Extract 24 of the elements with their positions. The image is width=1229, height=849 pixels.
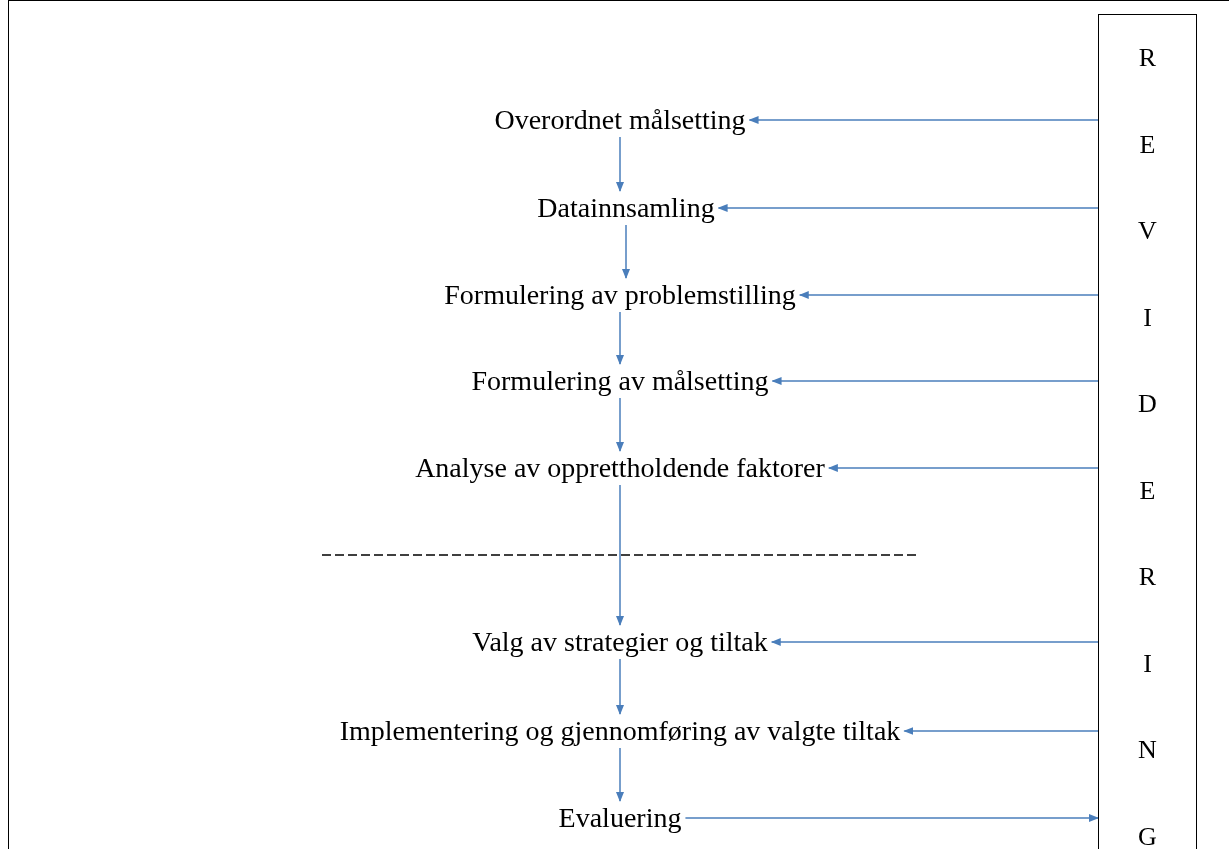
step-label: Implementering og gjennomføring av valgte tiltak [339,714,901,748]
arrow [903,727,1099,735]
arrow [798,291,1099,299]
step-label: Formulering av målsetting [471,364,769,398]
arrow [622,224,630,279]
step-label: Datainnsamling [537,191,715,225]
arrow [717,204,1099,212]
arrow [748,116,1099,124]
step-label: Analyse av opprettholdende faktorer [415,451,825,485]
vertical-text-box: R E V I D E R I N G [1098,14,1197,849]
step-label: Evaluering [558,801,682,835]
step-label: Valg av strategier og tiltak [472,625,768,659]
arrow [616,136,624,192]
step-label: Formulering av problemstilling [444,278,796,312]
arrow [827,464,1099,472]
arrow [616,484,624,626]
step-label: Overordnet målsetting [494,103,746,137]
arrow [616,658,624,715]
arrow [684,814,1099,822]
arrow [771,377,1099,385]
arrow [616,747,624,802]
arrow [616,397,624,452]
arrow [616,311,624,365]
arrow [770,638,1099,646]
